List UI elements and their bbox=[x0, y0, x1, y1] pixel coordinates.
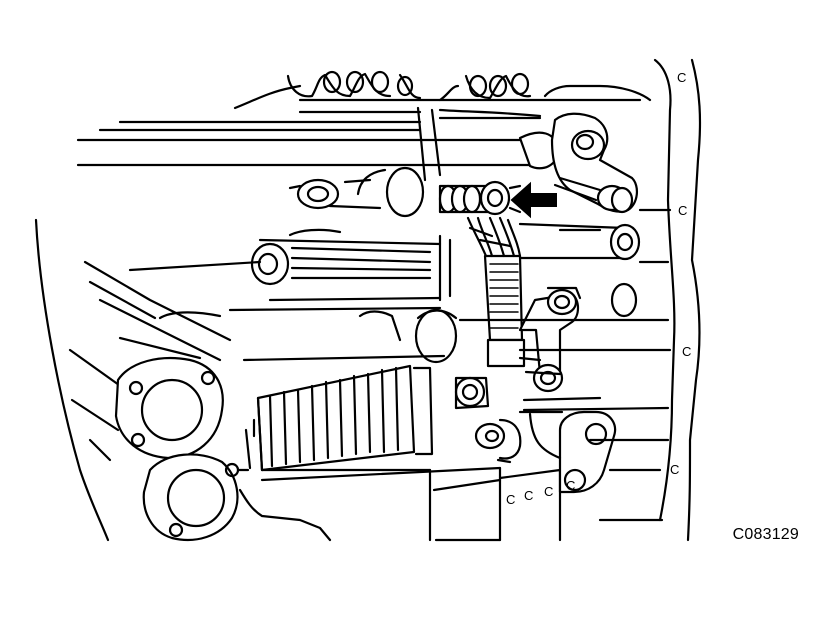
lower-bolt-markers: C C C C bbox=[506, 478, 575, 507]
svg-text:C: C bbox=[506, 492, 515, 507]
left-cylinder bbox=[250, 228, 452, 302]
lower-valve-body bbox=[238, 418, 562, 542]
left-flange-lower bbox=[142, 453, 250, 542]
case-top-edge bbox=[233, 72, 652, 110]
svg-text:C: C bbox=[677, 70, 686, 85]
svg-text:C: C bbox=[678, 203, 687, 218]
case-left-body bbox=[34, 218, 262, 542]
detent-lever bbox=[550, 112, 672, 214]
svg-text:C: C bbox=[566, 478, 575, 493]
manual-valve-spool bbox=[438, 180, 522, 216]
center-bolts bbox=[414, 308, 522, 464]
case-right-flange-markers: C C C C bbox=[670, 70, 691, 477]
case-top-bosses bbox=[322, 70, 530, 98]
detent-spring-link bbox=[466, 216, 524, 342]
detent-spring-bracket bbox=[486, 286, 582, 393]
svg-text:C: C bbox=[670, 462, 679, 477]
svg-text:C: C bbox=[524, 488, 533, 503]
direction-arrow bbox=[510, 181, 557, 219]
right-cylinder bbox=[518, 222, 641, 261]
middle-bosses bbox=[288, 166, 425, 218]
lower-right-bracket bbox=[518, 396, 617, 494]
oil-strainer bbox=[256, 364, 434, 472]
svg-text:C: C bbox=[544, 484, 553, 499]
case-right-flange bbox=[598, 58, 702, 542]
manual-shaft bbox=[76, 106, 560, 182]
figure-id-label: C083129 bbox=[732, 526, 799, 543]
svg-text:C: C bbox=[682, 344, 691, 359]
case-edge-lines bbox=[228, 260, 672, 442]
left-flange-upper bbox=[114, 356, 224, 460]
